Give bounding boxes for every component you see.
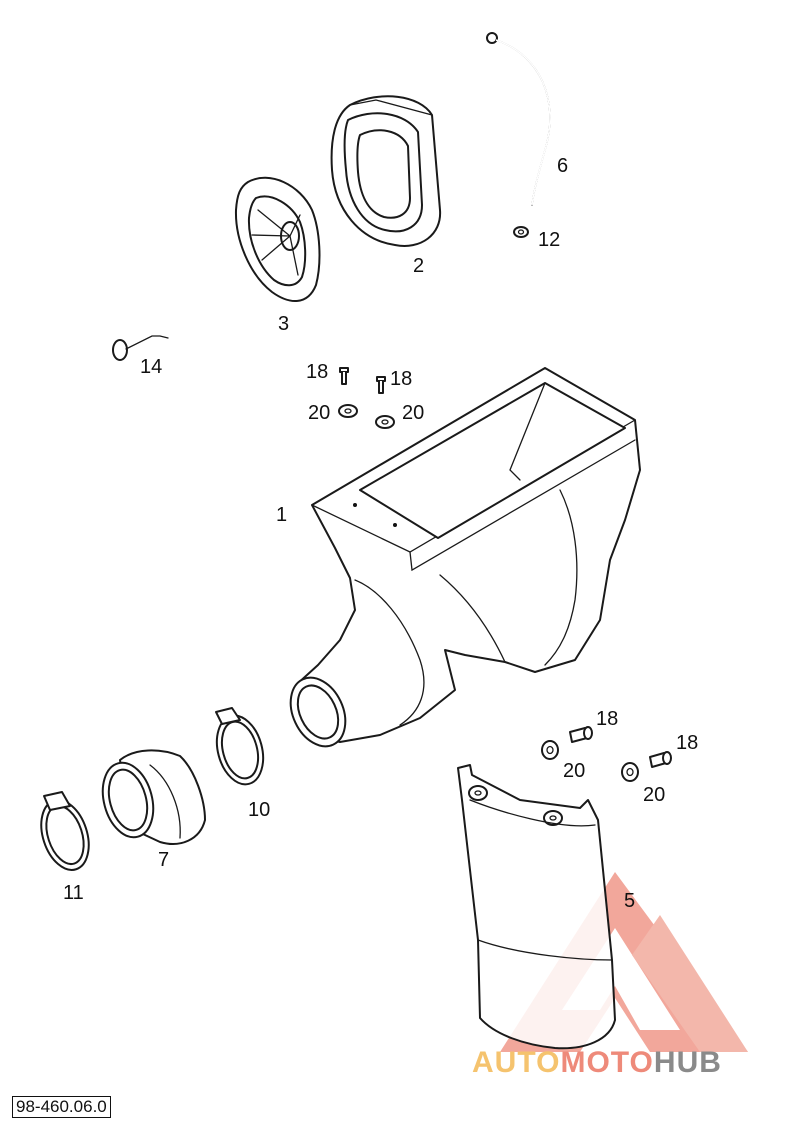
callout-14: 14 [140, 356, 162, 378]
callout-7: 7 [158, 849, 169, 871]
part-18-screw-a [339, 367, 349, 385]
callout-20-a: 20 [308, 402, 330, 424]
callout-3: 3 [278, 313, 289, 335]
watermark-text-auto: AUTO [472, 1046, 561, 1079]
part-3-filter-cage [234, 176, 321, 302]
part-20-washer-a [338, 404, 358, 418]
callout-18-d: 18 [676, 732, 698, 754]
part-11-hose-clamp [40, 791, 90, 871]
part-18-screw-d [649, 751, 672, 768]
part-1-air-box [289, 367, 641, 748]
callout-18-a: 18 [306, 361, 328, 383]
callout-5: 5 [624, 890, 635, 912]
watermark-text: AUTOMOTOHUB [472, 1046, 722, 1080]
part-14-pin [112, 335, 169, 361]
part-2-air-filter [330, 95, 442, 247]
callout-20-d: 20 [643, 784, 665, 806]
part-6-breather-hose [486, 32, 551, 206]
drawing-number: 98-460.06.0 [12, 1096, 111, 1118]
part-20-washer-b [375, 415, 395, 429]
part-20-washer-d [621, 762, 639, 782]
part-20-washer-c [541, 740, 559, 760]
part-5-mudguard [457, 764, 616, 1050]
part-7-intake-boot [101, 749, 206, 845]
callout-18-c: 18 [596, 708, 618, 730]
part-12-clip [513, 226, 529, 238]
part-18-screw-b [376, 376, 386, 394]
watermark-text-hub: HUB [653, 1046, 722, 1079]
part-18-screw-c [569, 726, 593, 743]
part-10-hose-clamp [215, 707, 265, 786]
callout-6: 6 [557, 155, 568, 177]
callout-1: 1 [276, 504, 287, 526]
callout-11: 11 [63, 882, 84, 904]
callout-18-b: 18 [390, 368, 412, 390]
callout-10: 10 [248, 799, 270, 821]
callout-2: 2 [413, 255, 424, 277]
watermark-text-moto: MOTO [560, 1046, 654, 1079]
callout-12: 12 [538, 229, 560, 251]
callout-20-b: 20 [402, 402, 424, 424]
callout-20-c: 20 [563, 760, 585, 782]
